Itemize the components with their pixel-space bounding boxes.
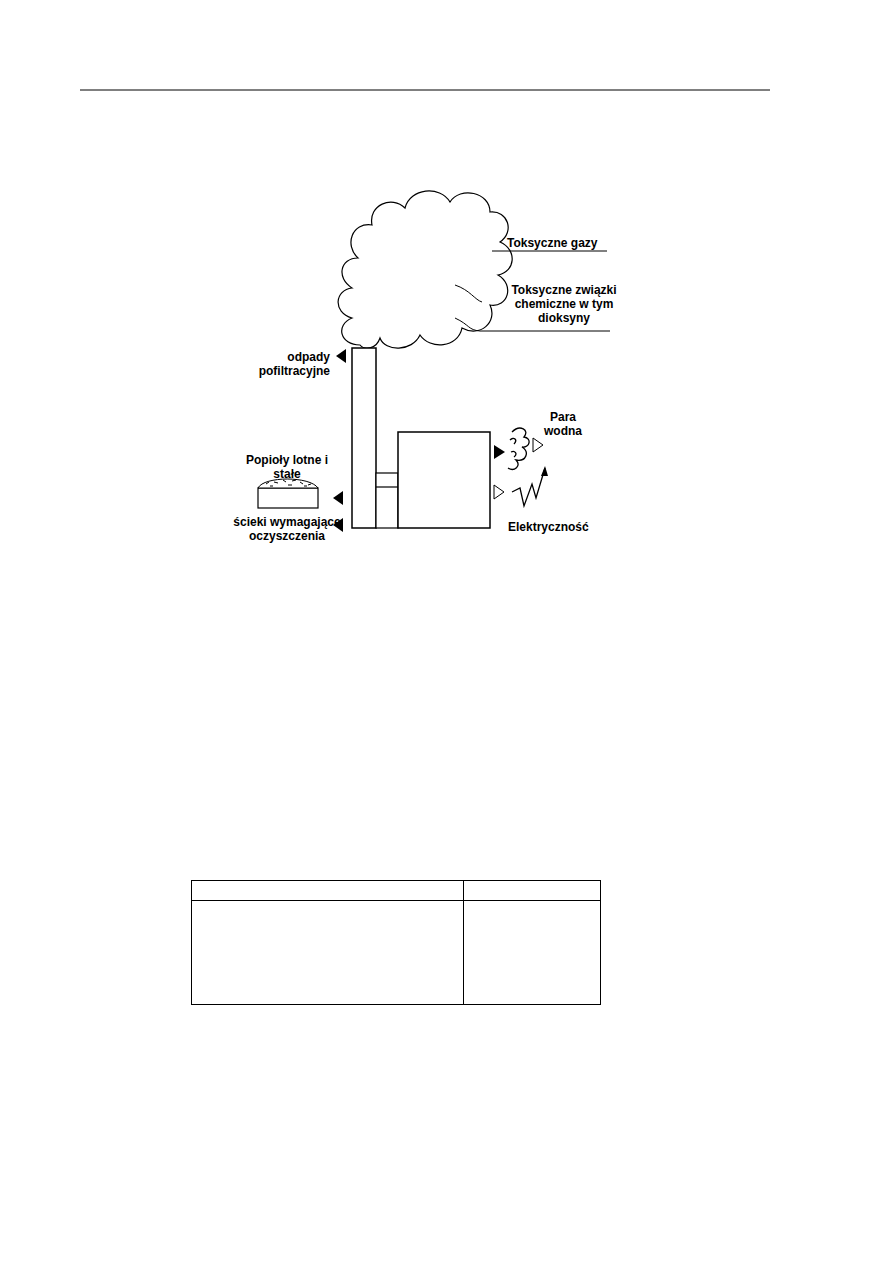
chimney [352, 348, 376, 528]
emission-label: Toksyczne związki chemiczne w tym dioksy… [496, 283, 632, 325]
leader-line [455, 285, 482, 302]
electricity-arrowhead [541, 466, 548, 476]
table-frame [192, 881, 601, 1005]
plant-building [398, 432, 490, 528]
output-arrow [494, 445, 505, 459]
table-rule [191, 900, 601, 901]
residue-label: Popioły lotne i stałe [232, 453, 342, 481]
output-arrow [333, 491, 343, 505]
output-arrow [336, 349, 346, 363]
output-arrow [533, 438, 543, 452]
emission-label: Toksyczne gazy [507, 236, 617, 250]
residue-label: ścieki wymagające oczyszczenia [232, 515, 342, 543]
leader-line [492, 251, 607, 252]
output-arrow [494, 485, 504, 499]
header-rule [80, 90, 770, 91]
smoke-cloud [338, 191, 512, 348]
output-label: Para wodna [538, 410, 588, 438]
electricity-symbol [512, 468, 545, 506]
output-label: Elektryczność [508, 520, 608, 534]
flue-line [376, 486, 398, 487]
steam-symbol [508, 428, 529, 469]
table-rule [463, 880, 464, 1005]
ash-container [258, 488, 318, 508]
flue-connector [376, 473, 398, 528]
residue-label: odpady pofiltracyjne [240, 350, 330, 378]
